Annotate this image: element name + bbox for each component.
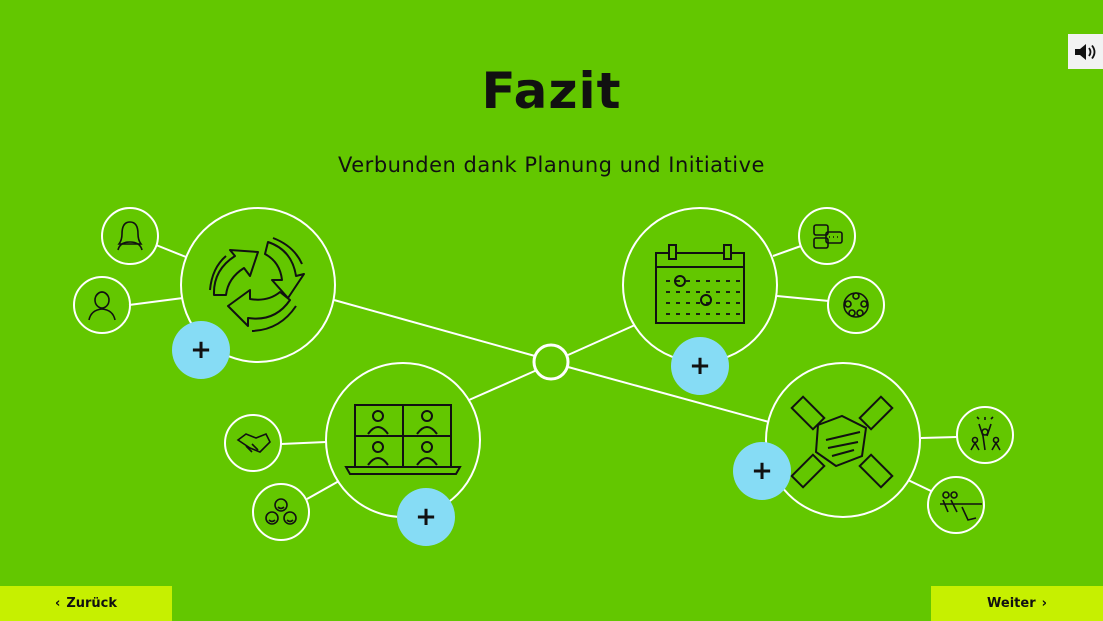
center-node	[532, 343, 570, 381]
stacked-hands-icon	[790, 395, 894, 489]
celebration-icon	[970, 416, 1001, 451]
tug-of-war-icon	[940, 491, 982, 521]
woman-avatar-icon	[117, 221, 143, 251]
handshake-icon	[236, 432, 271, 453]
add-symbol: +	[689, 351, 711, 381]
next-button[interactable]: Weiter ›	[931, 586, 1103, 621]
team-circle-icon	[843, 292, 869, 318]
add-symbol: +	[415, 502, 437, 532]
smileys-icon	[265, 498, 297, 525]
chevron-right-icon: ›	[1041, 596, 1047, 611]
add-hotspot-hands[interactable]: +	[733, 442, 791, 500]
add-symbol: +	[751, 456, 773, 486]
connector-lines	[128, 244, 958, 500]
calendar-icon	[655, 244, 745, 324]
cycle-arrows-icon	[209, 237, 305, 332]
add-hotspot-cycle[interactable]: +	[172, 321, 230, 379]
add-symbol: +	[190, 335, 212, 365]
topic-circle-cycle[interactable]	[180, 207, 336, 363]
page-title: Fazit	[481, 62, 622, 120]
back-label: Zurück	[66, 596, 118, 611]
topic-circle-hands[interactable]	[765, 362, 921, 518]
add-hotspot-video[interactable]: +	[397, 488, 455, 546]
man-avatar-icon	[88, 291, 116, 321]
speaker-icon	[1074, 43, 1095, 60]
page-subtitle: Verbunden dank Planung und Initiative	[338, 153, 765, 177]
video-conference-icon	[344, 404, 462, 475]
next-label: Weiter	[987, 596, 1036, 611]
chat-bubbles-icon	[813, 224, 843, 249]
back-button[interactable]: ‹ Zurück	[0, 586, 172, 621]
add-hotspot-calendar[interactable]: +	[671, 337, 729, 395]
chevron-left-icon: ‹	[54, 596, 61, 611]
sound-toggle-button[interactable]	[1068, 34, 1103, 69]
